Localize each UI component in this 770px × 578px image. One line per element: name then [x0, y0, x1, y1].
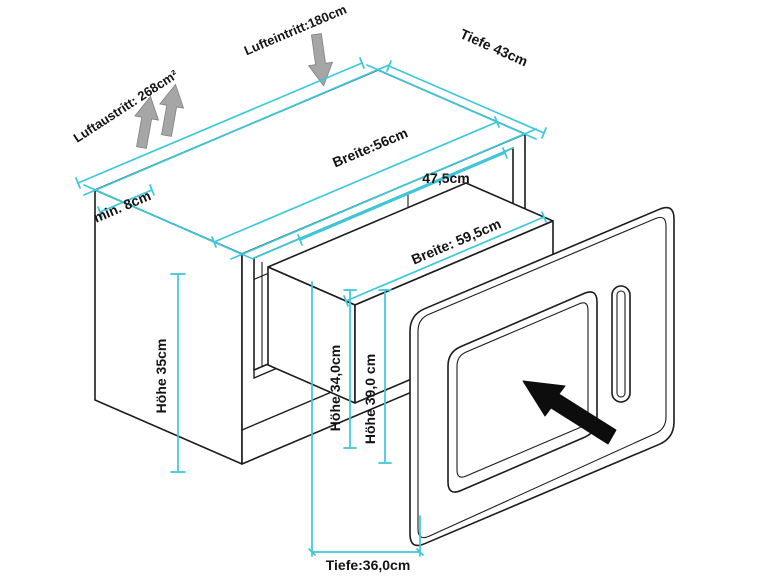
dim-breite56-line [213, 121, 498, 243]
label-tiefe-cabinet: Tiefe 43cm [458, 25, 530, 69]
tick [541, 211, 547, 223]
tick [386, 60, 392, 72]
door-handle [611, 285, 631, 403]
dim-niche-top-edge [253, 147, 514, 259]
label-hoehe-niche: Höhe 35cm [153, 339, 169, 414]
label-lufteintritt: Lufteintritt:180cm [242, 2, 349, 59]
insert-direction-arrow-icon [522, 380, 617, 445]
door-glass-inner-line [456, 302, 589, 478]
frame-inner-line [417, 216, 667, 539]
door-window [447, 291, 598, 493]
dim-lufteintritt-line [77, 62, 363, 184]
tick [502, 147, 508, 159]
tick [359, 57, 365, 69]
tick [541, 127, 547, 139]
tick [211, 236, 217, 248]
tick [416, 548, 424, 556]
label-breite-body: 47,5cm [422, 170, 469, 186]
tick [149, 184, 155, 196]
dim-topface-back-edge [83, 64, 390, 196]
label-tiefe-body: Tiefe:36,0cm [326, 557, 411, 573]
label-hoehe-device: Höhe 39,0 cm [362, 354, 378, 444]
dim-topface-left-edge [83, 184, 254, 260]
tick [75, 177, 81, 189]
dim-breite595-line [345, 216, 545, 302]
dim-min8-line [99, 189, 153, 213]
dim-topface-front-edge [230, 128, 537, 260]
tick [343, 295, 349, 307]
tick [97, 206, 103, 218]
label-hoehe-body: Höhe 34,0cm [327, 345, 343, 431]
dimension-lines [75, 57, 547, 557]
tick [297, 234, 303, 246]
dim-tiefe43-line [388, 65, 545, 134]
microwave-front [409, 206, 675, 547]
dim-breite475-line [299, 152, 506, 241]
air-inlet-arrow-icon [303, 32, 337, 88]
door-handle-highlight [616, 290, 626, 398]
tick [308, 548, 316, 556]
dim-topface-right-edge [366, 64, 537, 140]
tick [494, 116, 500, 128]
